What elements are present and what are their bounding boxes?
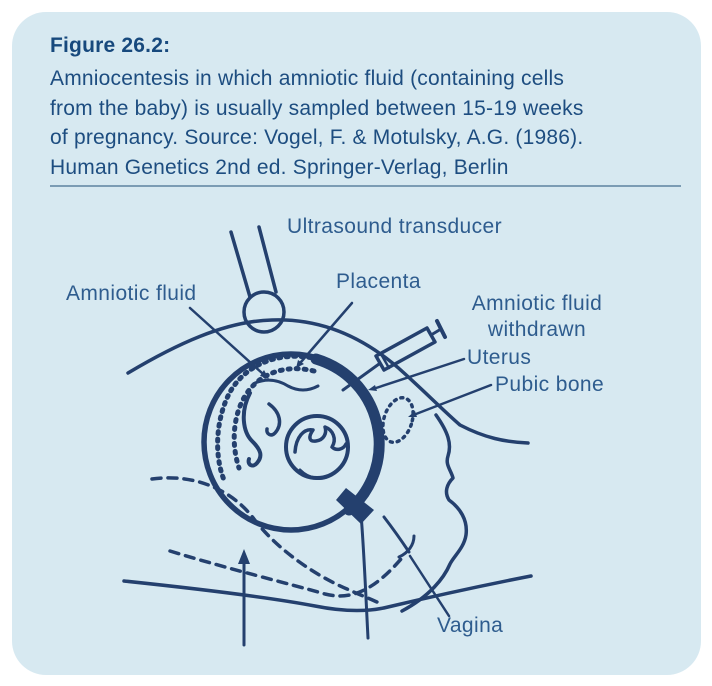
- bowel-dashed-lines: [150, 476, 403, 605]
- up-arrow: [238, 549, 250, 647]
- label-placenta: Placenta: [336, 270, 421, 293]
- caption-line: Human Genetics 2nd ed. Springer-Verlag, …: [50, 155, 509, 179]
- pubic-bone-dotted: [381, 395, 415, 445]
- abdomen-outline: [126, 318, 530, 445]
- leader-amniotic-fluid: [188, 306, 264, 375]
- caption-line: Amniocentesis in which amniotic fluid (c…: [50, 67, 565, 90]
- vagina-lines: [359, 512, 416, 640]
- label-amniotic-fluid-withdrawn: Amniotic fluid withdrawn: [471, 292, 603, 341]
- fetus-drawing: [241, 391, 350, 480]
- syringe-needle: [341, 362, 381, 392]
- placenta-stipple: [215, 353, 321, 483]
- leader-placenta: [299, 301, 354, 364]
- label-uterus: Uterus: [467, 346, 532, 369]
- leader-vagina: [408, 554, 451, 618]
- syringe-drawing: [341, 319, 447, 392]
- caption-line: from the baby) is usually sampled betwee…: [50, 96, 584, 120]
- caption-line: of pregnancy. Source: Vogel, F. & Motuls…: [50, 126, 584, 149]
- leader-lines: [188, 301, 493, 618]
- leader-uterus: [374, 357, 466, 390]
- ultrasound-transducer-drawing: [229, 225, 286, 334]
- label-amniotic-fluid: Amniotic fluid: [66, 282, 197, 305]
- leader-pubic-bone: [414, 383, 493, 416]
- uterus-wall: [201, 351, 385, 533]
- label-pubic-bone: Pubic bone: [495, 373, 605, 396]
- figure-title: Figure 26.2:: [50, 34, 171, 57]
- figure-caption: Amniocentesis in which amniotic fluid (c…: [50, 64, 690, 182]
- cervix-wedge: [336, 488, 374, 524]
- label-ultrasound-transducer: Ultrasound transducer: [287, 215, 503, 238]
- figure-card: [12, 12, 701, 675]
- caption-divider: [50, 185, 681, 187]
- perineum-outline: [122, 574, 533, 613]
- label-vagina: Vagina: [437, 614, 504, 637]
- body-front-contour: [400, 413, 469, 613]
